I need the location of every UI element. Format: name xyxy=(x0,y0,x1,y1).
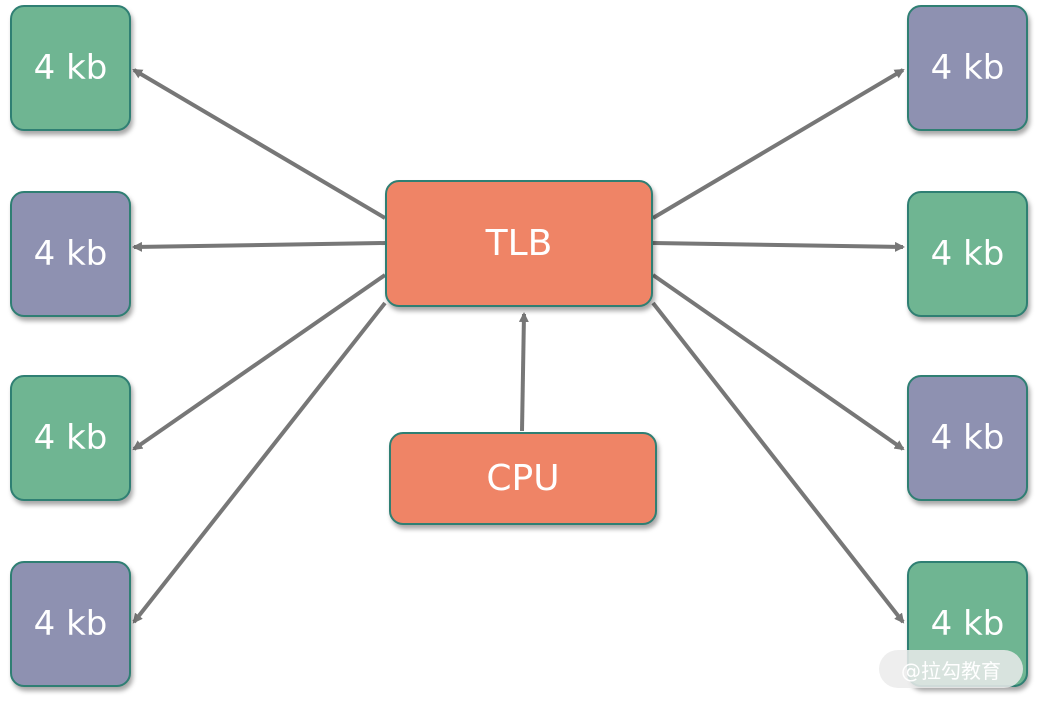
left-page-2: 4 kb xyxy=(10,191,131,317)
arrow-tlb-to-left-page-4 xyxy=(132,301,387,624)
tlb-label: TLB xyxy=(485,223,553,264)
page-size-label: 4 kb xyxy=(33,418,108,458)
page-size-label: 4 kb xyxy=(33,234,108,274)
right-page-1: 4 kb xyxy=(907,5,1028,131)
cpu-label: CPU xyxy=(486,458,560,499)
left-page-4: 4 kb xyxy=(10,561,131,687)
page-size-label: 4 kb xyxy=(33,604,108,644)
left-page-1: 4 kb xyxy=(10,5,131,131)
arrow-tlb-to-right-page-3 xyxy=(651,273,905,451)
tlb-box: TLB xyxy=(385,180,653,307)
watermark: @拉勾教育 xyxy=(879,650,1023,688)
arrow-tlb-to-right-page-4 xyxy=(651,301,905,624)
watermark-label: @拉勾教育 xyxy=(901,658,1001,683)
arrow-tlb-to-left-page-3 xyxy=(132,273,387,451)
arrow-tlb-to-right-page-1 xyxy=(651,68,905,220)
page-size-label: 4 kb xyxy=(33,48,108,88)
arrow-tlb-to-right-page-2 xyxy=(652,241,905,252)
arrow-cpu-to-tlb xyxy=(518,312,529,432)
page-size-label: 4 kb xyxy=(930,604,1005,644)
arrow-tlb-to-left-page-1 xyxy=(132,68,387,220)
left-page-3: 4 kb xyxy=(10,375,131,501)
cpu-box: CPU xyxy=(389,432,657,525)
right-page-2: 4 kb xyxy=(907,191,1028,317)
page-size-label: 4 kb xyxy=(930,48,1005,88)
arrow-tlb-to-left-page-2 xyxy=(132,241,386,252)
page-size-label: 4 kb xyxy=(930,234,1005,274)
page-size-label: 4 kb xyxy=(930,418,1005,458)
right-page-3: 4 kb xyxy=(907,375,1028,501)
